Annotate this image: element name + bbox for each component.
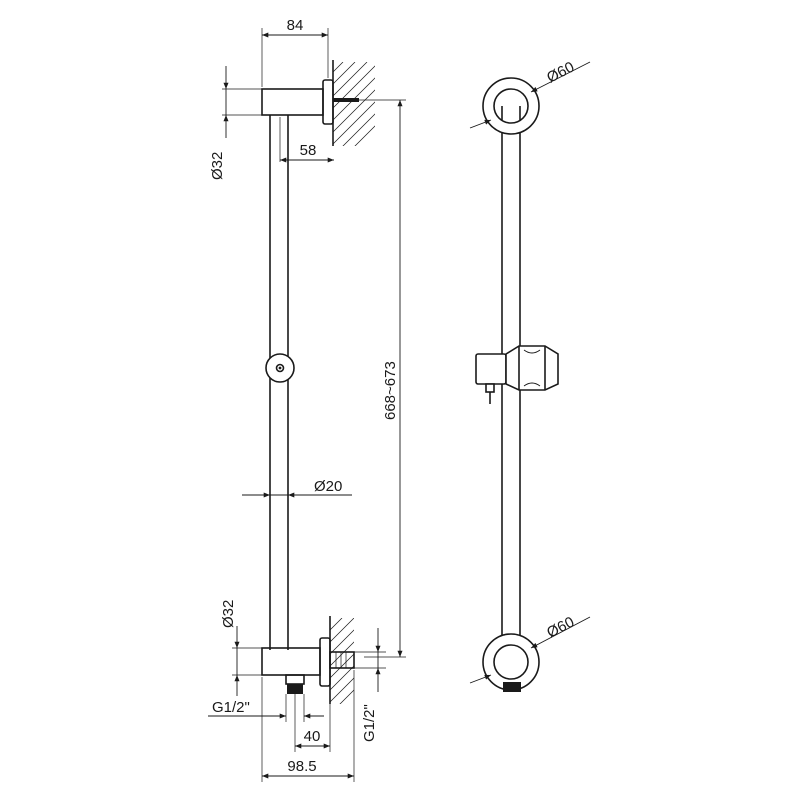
dim-rail-diameter: Ø20: [314, 478, 342, 495]
top-wall-screw: [333, 98, 359, 102]
slider-knob-dot: [278, 366, 282, 370]
bottom-bracket-body: [261, 647, 321, 676]
dim-front-bottom-rosette: Ø60: [544, 614, 577, 642]
bottom-outlet-fitting: [329, 651, 355, 669]
rail-top-bend: [501, 106, 521, 120]
wall-hatch-top: [333, 62, 375, 146]
hose-outlet-nozzle: [285, 674, 305, 685]
bottom-outlet-front: [503, 682, 521, 692]
dim-front-top-rosette: Ø60: [544, 59, 577, 87]
dim-thread-left: G1/2": [212, 699, 250, 716]
dim-bottom-bracket-diameter: Ø32: [220, 600, 237, 628]
slider-knob-center: [275, 363, 285, 373]
dim-bottom-width: 98.5: [287, 758, 316, 775]
hose-outlet-nut: [287, 684, 303, 694]
slider-holder: [475, 345, 559, 404]
dim-thread-right: G1/2": [361, 704, 378, 742]
bottom-wall-flange: [319, 637, 331, 687]
bottom-rosette-inner: [493, 644, 529, 680]
front-view: Ø60 Ø60: [469, 59, 591, 692]
top-bracket-body: [261, 88, 324, 116]
top-rosette-outer: [482, 77, 540, 135]
dim-top-width: 84: [287, 17, 304, 34]
dim-flange-depth: 58: [300, 142, 317, 159]
bottom-outlet-thread: [335, 652, 347, 668]
side-view: 84 58 Ø32 668~673 Ø20 Ø32: [208, 17, 406, 782]
dim-top-bracket-diameter: Ø32: [209, 152, 226, 180]
bottom-rosette-outer: [482, 633, 540, 691]
top-wall-flange: [322, 79, 334, 125]
dim-rail-length: 668~673: [382, 361, 399, 420]
dim-outlet-offset: 40: [304, 728, 321, 745]
top-rosette-inner: [493, 88, 529, 124]
rail-side: [269, 115, 289, 650]
